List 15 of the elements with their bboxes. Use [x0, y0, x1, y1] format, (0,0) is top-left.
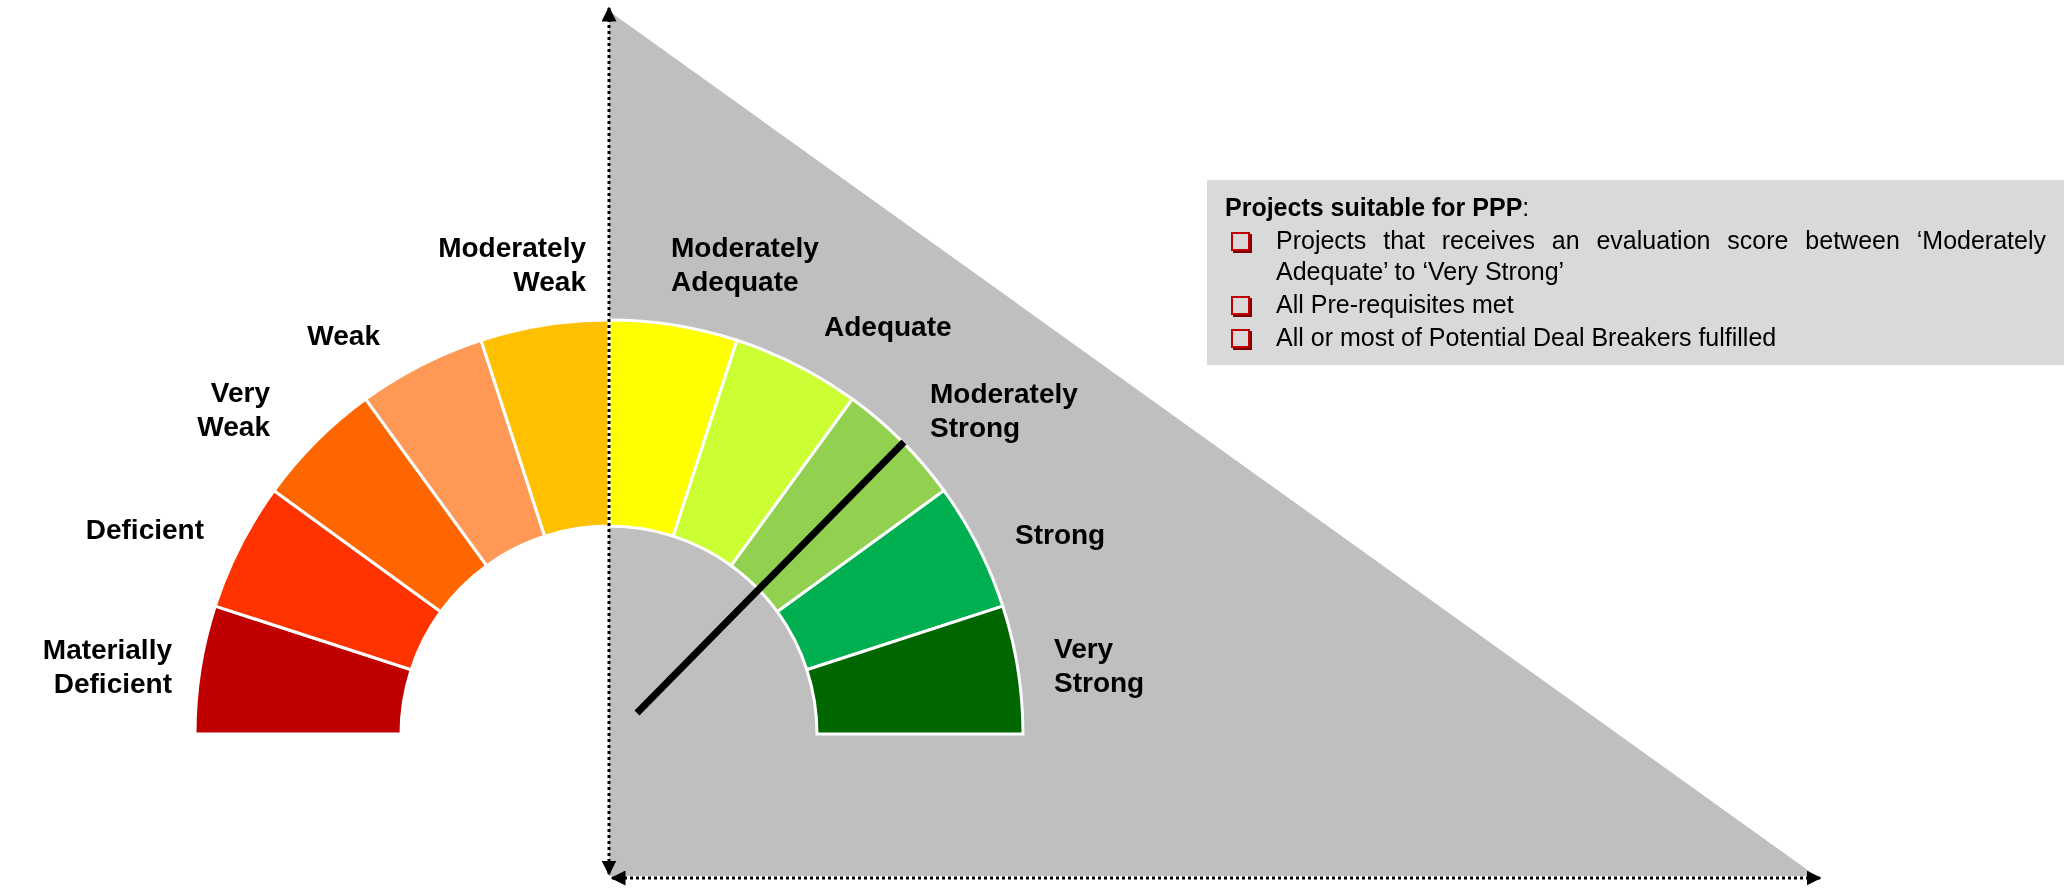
- segment-label: Weak: [306, 319, 380, 353]
- bullet-text: Projects that receives an evaluation score between ‘Moderately Adequate’ to ‘Very Strong’: [1276, 225, 2046, 287]
- segment-label: Moderately Strong: [930, 377, 1079, 445]
- segment-label: Deficient: [84, 513, 204, 547]
- segment-label: Moderately Adequate: [671, 231, 820, 299]
- segment-label: Strong: [1015, 518, 1107, 552]
- segment-label: Materially Deficient: [41, 633, 172, 701]
- segment-label: Very Weak: [196, 376, 270, 444]
- panel-heading: Projects suitable for PPP:: [1225, 192, 1531, 223]
- segment-label: Very Strong: [1054, 632, 1146, 700]
- segment-label: Moderately Weak: [437, 231, 586, 299]
- bullet-text: All or most of Potential Deal Breakers fulfilled: [1276, 322, 1778, 353]
- segment-label: Adequate: [824, 310, 953, 344]
- note-panel: [1207, 180, 2064, 365]
- bullet-text: All Pre-requisites met: [1276, 289, 1515, 320]
